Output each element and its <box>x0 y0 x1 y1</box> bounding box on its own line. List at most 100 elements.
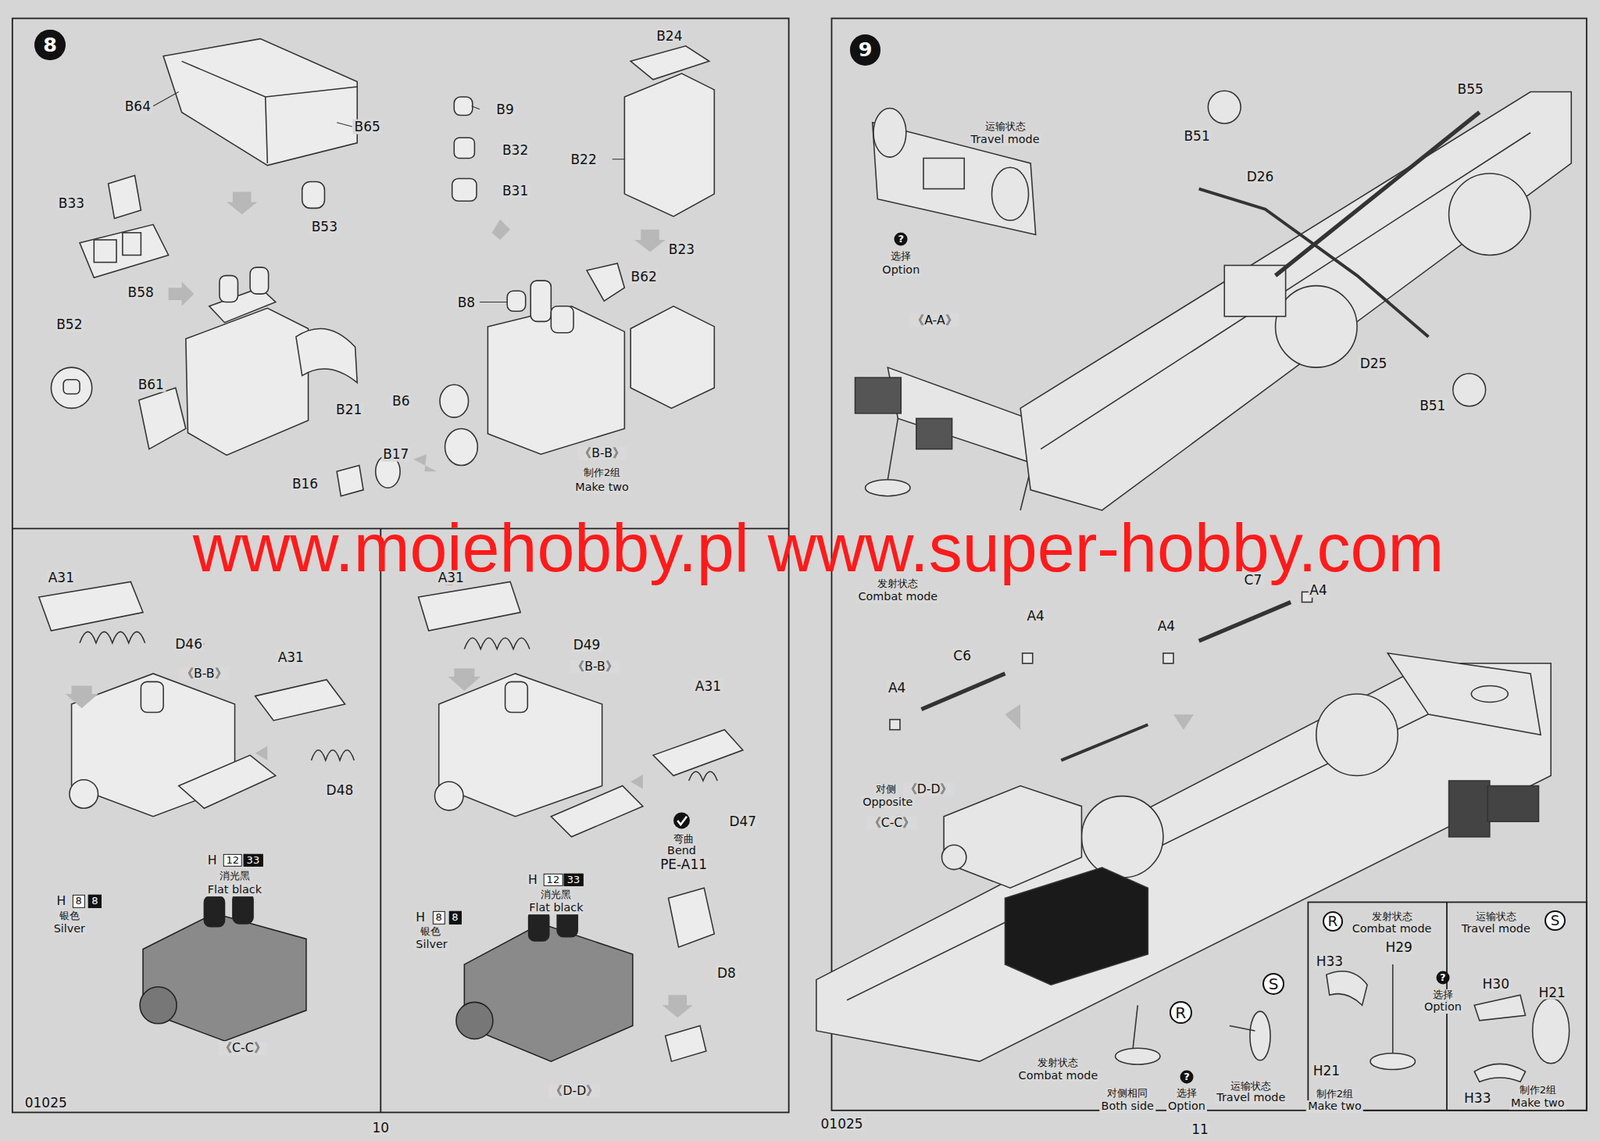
mode-letter: R <box>1327 914 1338 929</box>
note-text: 制作2组 <box>582 467 622 479</box>
note-text: Combat mode <box>1017 1069 1100 1083</box>
note-text: 银色 <box>418 925 443 937</box>
paint-code: H <box>54 894 68 908</box>
part-number: A4 <box>1025 607 1047 623</box>
note-text: 运输状态 <box>1474 910 1518 922</box>
note-text: 发射状态 <box>1370 910 1415 922</box>
step-number: 9 <box>850 34 881 65</box>
part-number: H21 <box>1536 984 1567 1000</box>
paint-code: 8 <box>88 894 101 908</box>
note-text: Combat mode <box>857 590 940 604</box>
note-text: Silver <box>52 922 87 936</box>
part-number: B51 <box>1182 128 1211 143</box>
part-number: B52 <box>54 317 84 333</box>
part-number: B31 <box>500 183 530 199</box>
step-number-text: 8 <box>42 35 58 55</box>
chassis-drawing <box>816 90 1572 1082</box>
part-number: B51 <box>1417 397 1447 413</box>
part-number: B33 <box>57 196 86 211</box>
part-number: PE-A11 <box>658 857 709 872</box>
view-label: 《D-D》 <box>548 1084 600 1098</box>
option-icon: ? <box>1180 1069 1194 1083</box>
note-text: 制作2组 <box>1314 1088 1355 1100</box>
part-number: D46 <box>173 636 204 652</box>
part-number: H30 <box>1481 976 1511 992</box>
part-number: B55 <box>1455 81 1485 97</box>
view-label: 《D-D》 <box>903 782 955 796</box>
note-text: 运输状态 <box>1228 1080 1273 1092</box>
paint-code: H <box>414 910 427 925</box>
part-number: C7 <box>1242 572 1265 588</box>
note-text: Make two <box>1306 1100 1364 1113</box>
part-number: H29 <box>1384 939 1415 955</box>
kit-number: 01025 <box>819 1116 865 1132</box>
note-text: Flat black <box>527 902 585 915</box>
view-label: 《B-B》 <box>577 446 627 460</box>
note-text: 弯曲 <box>671 832 696 844</box>
mode-marker: S <box>1544 910 1565 931</box>
assembly-arrows <box>65 192 1194 1018</box>
note-text: Bend <box>665 844 698 858</box>
mode-letter: S <box>1550 913 1561 928</box>
part-number: D48 <box>325 782 356 798</box>
note-text: Option <box>880 264 922 277</box>
mode-letter: R <box>1175 1004 1186 1021</box>
part-number: A4 <box>1307 582 1329 598</box>
view-label: 《C-C》 <box>217 1041 268 1055</box>
part-number: B6 <box>390 393 411 409</box>
part-number: B22 <box>568 151 598 167</box>
part-number: B53 <box>310 219 340 235</box>
option-icon: ? <box>1435 971 1450 985</box>
part-number: B65 <box>353 119 383 135</box>
option-icon: ? <box>894 232 908 246</box>
step-number: 8 <box>34 29 65 61</box>
part-number: A4 <box>886 680 908 696</box>
page-number: 11 <box>1189 1121 1211 1136</box>
paint-code: 12 <box>222 853 243 867</box>
part-number: B62 <box>629 269 659 285</box>
part-number: H21 <box>1311 1063 1342 1079</box>
note-text: Silver <box>414 939 449 952</box>
note-text: 对侧 <box>874 782 898 794</box>
view-label: 《C-C》 <box>867 815 918 829</box>
note-text: Option <box>1422 1000 1464 1014</box>
note-text: Option <box>1166 1100 1208 1113</box>
note-text: Travel mode <box>1460 922 1533 936</box>
part-number: B61 <box>136 377 166 393</box>
part-number: B64 <box>123 98 153 114</box>
part-number: B24 <box>654 28 684 43</box>
mode-marker: R <box>1322 910 1343 932</box>
bend-icon <box>673 811 690 829</box>
mode-letter: S <box>1268 975 1279 992</box>
part-number: A31 <box>693 678 723 693</box>
note-text: 消光黑 <box>217 869 252 881</box>
part-number: B32 <box>500 142 530 158</box>
view-label: 《B-B》 <box>179 666 229 680</box>
part-number: D49 <box>571 637 603 653</box>
paint-code: H <box>526 872 540 886</box>
part-number: A31 <box>436 570 466 586</box>
part-number: H33 <box>1462 1090 1493 1106</box>
mode-marker: S <box>1262 972 1286 996</box>
note-text: 消光黑 <box>539 889 573 900</box>
part-number: A31 <box>46 570 76 586</box>
page-number: 10 <box>370 1120 391 1136</box>
note-text: 对侧相同 <box>1105 1087 1150 1099</box>
note-text: 选择 <box>1175 1087 1199 1099</box>
paint-code: 33 <box>564 873 584 886</box>
paint-code: 33 <box>243 853 264 867</box>
note-text: 发射状态 <box>1035 1056 1080 1068</box>
part-number: D47 <box>728 814 759 829</box>
part-number: B21 <box>334 401 364 417</box>
part-number: B16 <box>290 476 320 492</box>
part-number: B58 <box>126 284 156 300</box>
part-number: A4 <box>1156 617 1177 633</box>
note-text: Combat mode <box>1350 922 1434 936</box>
paint-code: 8 <box>432 910 445 924</box>
note-text: Make two <box>1509 1096 1567 1110</box>
note-text: 运输状态 <box>983 121 1028 133</box>
part-number: B9 <box>494 101 515 117</box>
part-number: D26 <box>1245 169 1276 185</box>
part-number: D25 <box>1358 356 1390 372</box>
note-text: Both side <box>1100 1100 1156 1113</box>
